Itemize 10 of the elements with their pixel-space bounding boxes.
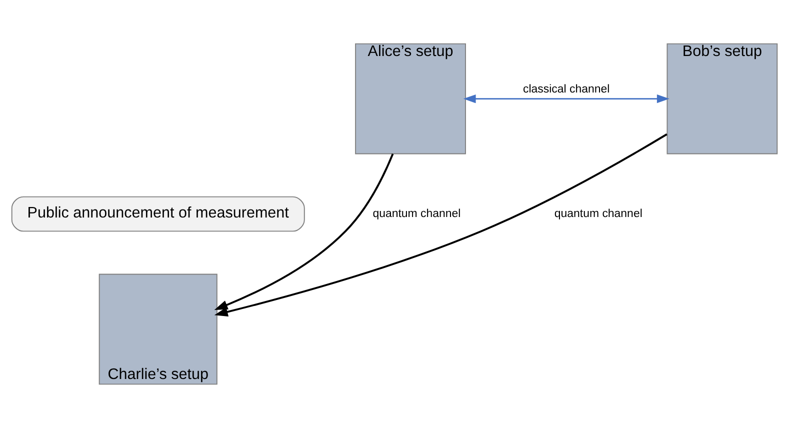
edge-label: quantum channel [554, 208, 642, 220]
node-box: Bob’s setup [666, 43, 778, 154]
node-box: Public announcement of measurement [11, 196, 305, 232]
edge-label: classical channel [522, 84, 610, 96]
node-box: Alice’s setup [355, 43, 466, 154]
arrow [214, 153, 394, 310]
node-box: Charlie’s setup [98, 274, 218, 385]
arrow [214, 133, 668, 316]
edge-label: quantum channel [372, 208, 461, 220]
arrow [463, 94, 670, 104]
